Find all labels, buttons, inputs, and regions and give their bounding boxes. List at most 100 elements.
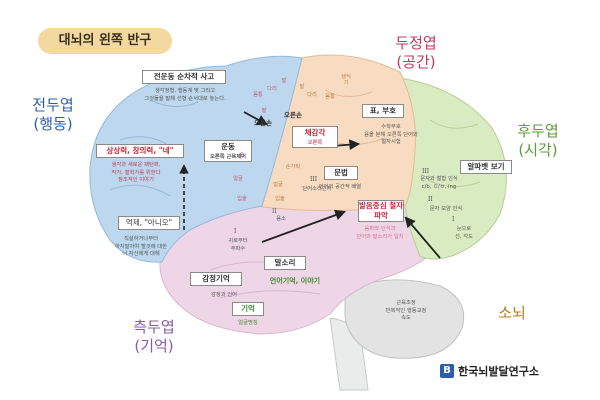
cerebellum-region [344, 279, 465, 359]
inhibition-desc-line-2: 하지말아야 할것에 대한 [114, 243, 168, 250]
parietal-lobe-function: (공간) [396, 53, 436, 71]
inhibition-desc-line-1: 직설하거나부터 [123, 236, 159, 242]
temporal-lobe-name: 측두엽 [133, 318, 175, 336]
cerebellum-label: 소뇌 [498, 304, 526, 322]
frontal-region [89, 55, 303, 263]
frontal-lobe-name: 전두엽 [32, 96, 74, 114]
ear-sound-desc: 귀로부터 주파수 [218, 238, 258, 253]
seq-thought-desc-line-1: 생각정형, 행동계 맞 그리고 [154, 88, 216, 94]
table-symbol-desc-line-1: 수학부호 [381, 124, 401, 130]
occipital-sulcus [427, 119, 481, 187]
logo-b-icon: B [440, 364, 454, 378]
table-symbol-desc-line-3: 철자시험 [381, 139, 401, 145]
occipital-lobe-label: 후두엽 (시각) [500, 122, 576, 160]
occipital-lobe-function: (시각) [518, 141, 558, 159]
emotion-language-desc: 감정과 언어 [210, 292, 238, 298]
institute-logo: B 한국뇌발달연구소 [440, 362, 539, 380]
visual-shape-desc: 문자 모양 인식 [429, 206, 463, 212]
grammar-desc: 언어의 공간적 배열 [318, 184, 362, 190]
ear-sound-line-2: 주파수 [230, 245, 246, 252]
sound-desc: 음소 [276, 216, 286, 222]
sensory-lip-label: 입술 [275, 196, 285, 202]
cerebellum-desc: 근육조정 반복적인 행동교정 속도 [368, 300, 444, 323]
seq-thought-box: 전운동 순차적 사고 [142, 70, 226, 84]
sensory-leg-label: 다리 [307, 92, 317, 98]
right-hand-label-1: 오른손 [254, 119, 272, 127]
alphabet-box: 알파벳 보기 [460, 160, 512, 174]
motor-foot-label: 발 [281, 78, 287, 84]
parietal-lobe-label: 두정엽 (공간) [376, 34, 456, 72]
motor-desc: 오른쪽 근육제어 [210, 154, 246, 160]
cerebellum-desc-line-3: 속도 [401, 315, 411, 321]
motor-box: 운동 오른쪽 근육제어 [204, 140, 252, 162]
arrow-to-phonics [261, 209, 347, 243]
phonics-word-desc: 단어소리인지 [302, 186, 332, 192]
vision-desc: 문자와 철합 인식 c/b, ㅁ/ㅂ, ing [404, 176, 474, 191]
motor-face-label: 얼굴 [233, 176, 243, 182]
inhibition-desc: 직설하거나부터 하지말아야 할것에 대한 너 자신에게 대해 [100, 236, 182, 259]
seq-thought-desc: 생각정형, 행동계 맞 그리고 그것들을 말해 선형 순서대로 놓는다. [130, 88, 240, 103]
inhibition-desc-line-3: 너 자신에게 대해 [122, 251, 160, 257]
visual-perception-line-2: 선, 각도 [455, 233, 473, 240]
motor-mouth-label: 입술 [237, 196, 247, 202]
grammar-box: 문법 [324, 166, 358, 180]
phoneme-desc: 음파와 인식과 단어와 말소리가 일치 [340, 226, 420, 241]
temporal-lobe-function: (기억) [134, 337, 174, 355]
visual-area-I: I [452, 216, 455, 223]
imagination-desc-line-1: 생각과 새로운 패턴화, [111, 162, 161, 168]
seq-thought-desc-line-2: 그것들을 말해 선형 순서대로 놓는다. [144, 95, 226, 102]
sensation-desc: 오른쪽 [307, 140, 323, 146]
inhibition-box: 억제, "아니오" [118, 216, 180, 230]
motor-hand-label: 손 [239, 152, 245, 158]
auditory-area-I: I [234, 228, 237, 235]
sensation-box: 체감각 오른쪽 [292, 126, 338, 148]
table-symbol-desc: 수학부호 음을 분해 오른쪽 단어와 철자시험 [352, 124, 430, 147]
visual-perception-line-1: 눈으로 [456, 226, 472, 232]
imagination-desc-line-3: 창조적인 이야기 [118, 177, 154, 183]
motor-leg-label: 다리 [267, 86, 277, 92]
frontal-lobe-label: 전두엽 (행동) [18, 96, 88, 134]
cerebellum-desc-line-2: 반복적인 행동교정 [385, 307, 427, 314]
imagination-desc: 생각과 새로운 패턴화, 작가, 철학가를 위한다 창조적인 이야기 [96, 162, 176, 185]
visual-area-III: III [422, 168, 430, 175]
sensory-genital-label: 생식기 [341, 74, 351, 87]
auditory-area-II: II [272, 208, 277, 215]
memory-box: 기억 [232, 302, 264, 316]
parietal-lobe-name: 두정엽 [395, 34, 437, 52]
vision-desc-line-2: c/b, ㅁ/ㅂ, ing [421, 183, 457, 190]
motor-arm-label: 팔 [261, 108, 267, 114]
visual-area-II: II [428, 196, 433, 203]
table-symbol-desc-line-2: 음을 분해 오른쪽 단어와 [364, 131, 418, 138]
memory-desc: 얼굴명칭 [238, 320, 258, 326]
cerebellum-desc-line-1: 근육조정 [396, 300, 416, 306]
motor-box-title: 운동 [221, 142, 235, 151]
imagination-desc-line-2: 작가, 철학가를 위한다 [111, 169, 161, 176]
language-memory-label: 언어기억, 이야기 [269, 277, 321, 285]
sensation-box-title: 체감각 [304, 128, 326, 137]
ear-sound-line-1: 귀로부터 [228, 238, 248, 244]
frontal-lobe-function: (행동) [33, 115, 73, 133]
visual-perception-desc: 눈으로 선, 각도 [444, 226, 484, 241]
phoneme-desc-line-1: 음파와 인식과 [364, 226, 396, 232]
phoneme-desc-line-2: 단어와 말소리가 일치 [356, 233, 404, 240]
occipital-lobe-name: 후두엽 [517, 122, 559, 140]
speech-box: 말소리 [264, 256, 306, 270]
occipital-region [399, 77, 507, 260]
sensory-foot-label: 발 [299, 84, 305, 90]
table-symbol-box: 표, 부호 [362, 104, 404, 118]
arrow-to-right-hand [243, 111, 268, 126]
imagination-box: 상상력, 창의력, "네" [96, 144, 184, 158]
arrow-to-phoneme [404, 216, 441, 259]
vision-desc-line-1: 문자와 철합 인식 [420, 176, 458, 182]
temporal-lobe-label: 측두엽 (기억) [116, 318, 192, 356]
emotion-memory-box: 감정기억 [190, 272, 242, 286]
auditory-area-III: III [310, 176, 318, 183]
phoneme-box: 발음중심 철자파악 [358, 200, 404, 222]
diagram-title: 대뇌의 왼쪽 반구 [38, 28, 172, 54]
sensory-trunk-label: 몸통 [325, 94, 335, 100]
sensory-finger-label: 손가락 [285, 164, 301, 170]
sensory-face-label: 얼굴 [273, 182, 283, 188]
right-hand-label-2: 오른손 [284, 111, 302, 119]
